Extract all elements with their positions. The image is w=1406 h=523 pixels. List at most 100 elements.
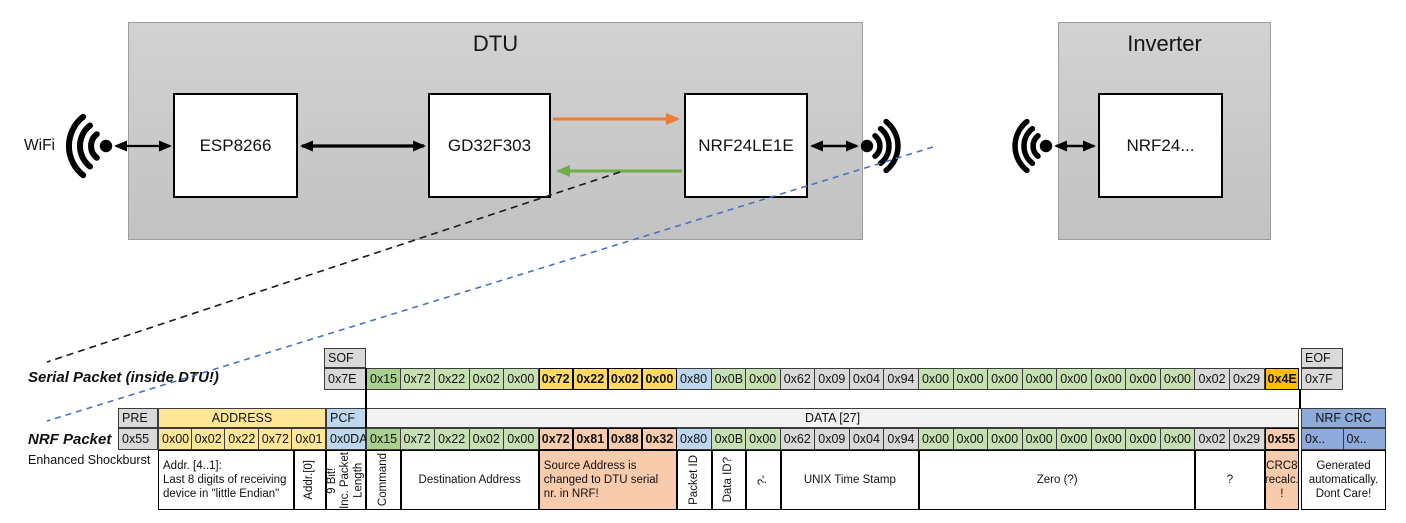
- annotation-unknown-1: ?-: [746, 450, 781, 510]
- nrf-address-byte: 0x01: [292, 428, 326, 450]
- serial-sof-header: SOF: [324, 348, 366, 368]
- nrf-byte-cell: 0x22: [435, 428, 470, 450]
- serial-byte-cell: 0x00: [1057, 368, 1092, 390]
- nrf-address-header: ADDRESS: [158, 408, 326, 428]
- annotation-destination-address: Destination Address: [400, 450, 539, 510]
- nrf-byte-cell: 0x00: [1057, 428, 1092, 450]
- nrf24le1e-label: NRF24LE1E: [698, 135, 794, 155]
- nrf-byte-cell: 0x00: [918, 428, 954, 450]
- annotation-nrf-crc-note: Generated automatically. Dont Care!: [1301, 450, 1386, 510]
- serial-byte-cell: 0x00: [1022, 368, 1058, 390]
- serial-byte-cell: 0x00: [642, 368, 678, 390]
- annotation-packet-id-text: Packet ID: [687, 455, 700, 505]
- annotation-source-address-note: Source Address is changed to DTU serial …: [538, 450, 678, 510]
- nrf-byte-cell: 0x80: [677, 428, 712, 450]
- serial-byte-cell: 0x15: [366, 368, 401, 390]
- annotation-unknown-2: ?: [1195, 450, 1265, 510]
- annotation-addr-4-1: Addr. [4..1]: Last 8 digits of receiving…: [158, 450, 294, 510]
- annotation-data-id: Data ID?: [711, 450, 747, 510]
- serial-byte-cell: 0x02: [1195, 368, 1230, 390]
- nrf-byte-cell: 0x94: [884, 428, 919, 450]
- annotation-pcf-9bit: 9 Bit! Inc. Packet Length: [326, 450, 366, 510]
- annotation-packet-id: Packet ID: [677, 450, 712, 510]
- dtu-antenna-icon: [860, 118, 901, 174]
- nrf-byte-cell: 0x00: [1126, 428, 1161, 450]
- nrf-address-byte: 0x02: [191, 428, 226, 450]
- nrf-byte-cell: 0x00: [1160, 428, 1196, 450]
- nrf-byte-cell: 0x02: [469, 428, 505, 450]
- inverter-nrf24-box: NRF24...: [1098, 93, 1223, 198]
- esp8266-label: ESP8266: [199, 135, 272, 155]
- nrf-address-byte: 0x00: [158, 428, 192, 450]
- serial-byte-cell: 0x04: [849, 368, 885, 390]
- nrf-crc-header: NRF CRC: [1301, 408, 1386, 428]
- serial-byte-cell: 0x22: [573, 368, 608, 390]
- serial-byte-cell: 0x00: [746, 368, 781, 390]
- nrf-byte-cell: 0x55: [1264, 428, 1300, 450]
- nrf-pre-header: PRE: [118, 408, 158, 428]
- nrf-byte-cell: 0x72: [400, 428, 436, 450]
- serial-to-nrf-connector-right: [1299, 389, 1302, 409]
- nrf-byte-cell: 0x72: [538, 428, 574, 450]
- nrf-byte-cell: 0x32: [642, 428, 678, 450]
- enhanced-shockburst-label: Enhanced Shockburst: [28, 453, 151, 467]
- esp8266-box: ESP8266: [173, 93, 298, 198]
- annotation-data-id-text: Data ID?: [722, 457, 735, 503]
- nrf-byte-cell: 0x00: [953, 428, 989, 450]
- serial-byte-cell: 0x80: [677, 368, 712, 390]
- serial-sof-byte: 0x7E: [324, 368, 366, 390]
- nrf-byte-cell: 0x09: [815, 428, 850, 450]
- nrf-pcf-header: PCF: [326, 408, 366, 428]
- serial-byte-cell: 0x72: [538, 368, 574, 390]
- dtu-title: DTU: [472, 31, 519, 56]
- nrf-data-header: DATA [27]: [366, 408, 1300, 428]
- serial-packet-label: Serial Packet (inside DTU!): [28, 369, 219, 386]
- nrf-byte-cell: 0x29: [1230, 428, 1265, 450]
- serial-byte-cell: 0x00: [918, 368, 954, 390]
- serial-byte-cell: 0x00: [988, 368, 1023, 390]
- inverter-nrf24-label: NRF24...: [1126, 135, 1195, 155]
- nrf-address-byte: 0x72: [258, 428, 293, 450]
- serial-byte-cell: 0x0B: [711, 368, 747, 390]
- serial-byte-cell: 0x00: [1160, 368, 1196, 390]
- serial-to-nrf-connector-left: [364, 368, 367, 428]
- gd32f303-box: GD32F303: [428, 93, 551, 198]
- serial-byte-cell: 0x62: [780, 368, 816, 390]
- annotation-pcf-9bit-text: 9 Bit! Inc. Packet Length: [326, 451, 365, 509]
- nrf-byte-cell: 0x62: [780, 428, 816, 450]
- serial-eof-header: EOF: [1301, 348, 1343, 368]
- nrf-address-byte: 0x22: [225, 428, 259, 450]
- annotation-addr-0-text: Addr.[0]: [303, 460, 316, 500]
- nrf-byte-cell: 0x00: [746, 428, 781, 450]
- nrf-byte-cell: 0x00: [988, 428, 1023, 450]
- annotation-unix-time-stamp: UNIX Time Stamp: [780, 450, 919, 510]
- nrf-pcf-byte: 0x0DA: [326, 428, 368, 450]
- wifi-icon: [65, 113, 113, 179]
- nrf-packet-label: NRF Packet: [28, 431, 112, 448]
- serial-byte-cell: 0x00: [504, 368, 539, 390]
- gd32f303-label: GD32F303: [447, 135, 532, 155]
- serial-byte-cell: 0x4E: [1264, 368, 1300, 390]
- inverter-title: Inverter: [1127, 31, 1202, 56]
- serial-byte-cell: 0x00: [953, 368, 989, 390]
- nrf24le1e-box: NRF24LE1E: [684, 93, 808, 198]
- nrf-byte-cell: 0x88: [607, 428, 643, 450]
- nrf-crc-byte: 0x..: [1301, 428, 1344, 450]
- annotation-crc8-recalc: CRC8 recalc. !: [1264, 450, 1300, 510]
- nrf-byte-cell: 0x81: [573, 428, 608, 450]
- annotation-unknown-1-text: ?-: [756, 474, 769, 486]
- inverter-antenna-icon: [1012, 118, 1053, 174]
- nrf-byte-cell: 0x02: [1195, 428, 1230, 450]
- serial-byte-cell: 0x09: [815, 368, 850, 390]
- nrf-byte-cell: 0x04: [849, 428, 885, 450]
- serial-byte-cell: 0x72: [400, 368, 436, 390]
- nrf-byte-cell: 0x00: [504, 428, 539, 450]
- annotation-zero: Zero (?): [918, 450, 1196, 510]
- nrf-byte-cell: 0x00: [1022, 428, 1058, 450]
- nrf-pre-byte: 0x55: [118, 428, 158, 450]
- nrf-byte-cell: 0x0B: [711, 428, 747, 450]
- nrf-byte-cell: 0x15: [366, 428, 401, 450]
- annotation-addr-0: Addr.[0]: [294, 450, 326, 510]
- serial-byte-cell: 0x02: [607, 368, 643, 390]
